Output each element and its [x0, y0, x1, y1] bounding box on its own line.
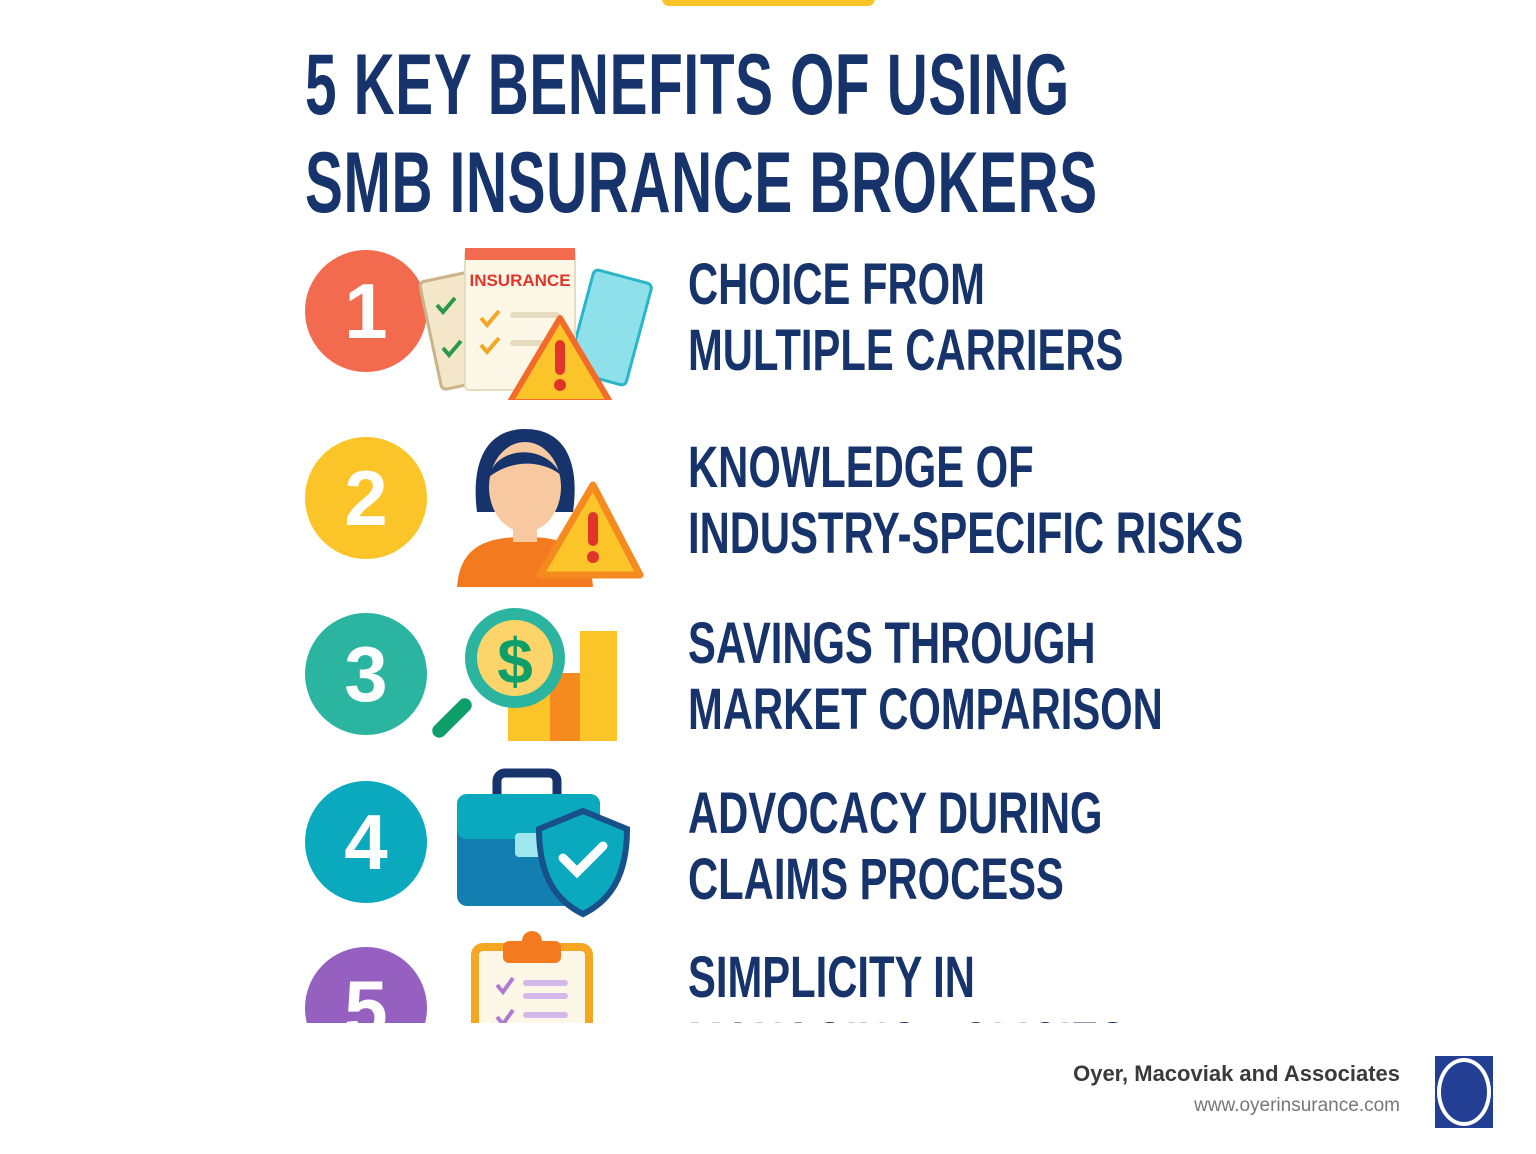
insurance-label: INSURANCE: [469, 271, 570, 290]
benefit-item-2: 2 KNOWLEDGE OF INDUSTRY-SPECIFIC RISKS: [0, 417, 1536, 587]
benefit-item-5: 5 SIMPLICITY IN MANAGING POLICIES: [0, 927, 1536, 1023]
benefit-title-line1: ADVOCACY DURING: [688, 781, 1103, 846]
benefit-item-3: 3 $ SAVINGS THROUGH MARKET COMPARISON: [0, 593, 1536, 763]
company-name: Oyer, Macoviak and Associates: [1073, 1061, 1400, 1086]
benefit-title-line1: SAVINGS THROUGH: [688, 611, 1096, 676]
footer-brand: Oyer, Macoviak and Associates www.oyerin…: [1073, 1060, 1400, 1118]
oyer-logo: [1435, 1056, 1493, 1128]
benefit-title-line2: MANAGING POLICIES: [688, 1011, 1127, 1023]
benefit-title-line2: MARKET COMPARISON: [688, 677, 1163, 742]
number-badge: 2: [305, 437, 427, 559]
benefit-title-line2: CLAIMS PROCESS: [688, 847, 1064, 912]
page-title-line1: 5 KEY BENEFITS OF USING: [305, 37, 1070, 133]
benefit-title-line1: CHOICE FROM: [688, 252, 985, 317]
page-title-line2: SMB INSURANCE BROKERS: [305, 135, 1098, 231]
benefit-title-line2: MULTIPLE CARRIERS: [688, 318, 1124, 383]
dollar-magnifier-chart-icon: $: [432, 608, 617, 741]
number-badge: 4: [305, 781, 427, 903]
accent-bar: [662, 0, 875, 6]
briefcase-shield-icon: [457, 768, 631, 918]
dollar-sign-icon: $: [497, 625, 533, 697]
benefit-title-line1: KNOWLEDGE OF: [688, 435, 1034, 500]
benefit-title-line1: SIMPLICITY IN: [688, 945, 975, 1010]
clipboard-checklist-icon: [471, 931, 593, 1023]
company-url[interactable]: www.oyerinsurance.com: [1194, 1095, 1400, 1116]
insurance-document-warning-icon: INSURANCE: [418, 248, 653, 400]
benefits-list: 1 INSURANCE CHOICE FROM MULTIPLE CARRIER…: [0, 230, 1536, 1023]
benefit-item-1: 1 INSURANCE CHOICE FROM MULTIPLE CARRIER…: [0, 230, 1536, 400]
number-badge: 1: [305, 250, 427, 372]
number-badge: 5: [305, 947, 427, 1023]
number-badge: 3: [305, 613, 427, 735]
person-warning-icon: [457, 429, 644, 587]
benefit-title-line2: INDUSTRY-SPECIFIC RISKS: [688, 501, 1244, 566]
benefit-item-4: 4 ADVOCACY DURING CLAIMS PROCESS: [0, 761, 1536, 931]
